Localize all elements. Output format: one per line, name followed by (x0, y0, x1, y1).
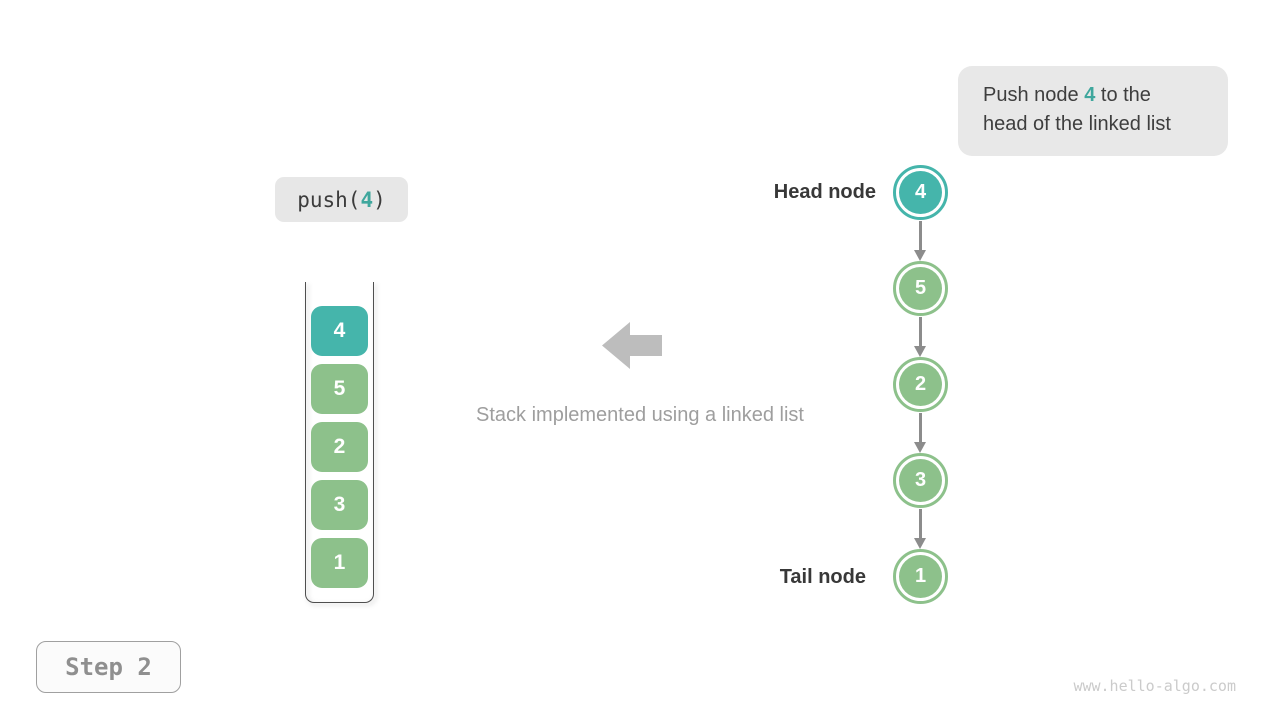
list-node-value: 2 (899, 363, 942, 406)
stack-item-1: 5 (311, 364, 368, 414)
tail-node-label: Tail node (779, 566, 866, 588)
push-annotation: Push node 4 to the head of the linked li… (958, 66, 1228, 156)
watermark: www.hello-algo.com (1073, 677, 1236, 695)
diagram-caption: Stack implemented using a linked list (476, 404, 804, 426)
stack-item-value: 4 (333, 319, 346, 342)
list-node-value: 3 (899, 459, 942, 502)
annotation-highlight-value: 4 (1084, 84, 1096, 106)
list-node-2: 2 (893, 357, 948, 412)
down-arrow-icon (913, 509, 927, 550)
stack-item-value: 2 (333, 435, 346, 458)
list-node-0: 4 (893, 165, 948, 220)
stack-container (305, 282, 374, 603)
list-node-value: 1 (899, 555, 942, 598)
stack-item-2: 2 (311, 422, 368, 472)
list-node-3: 3 (893, 453, 948, 508)
stack-item-4: 1 (311, 538, 368, 588)
head-node-label: Head node (773, 181, 876, 203)
list-node-value: 5 (899, 267, 942, 310)
step-badge: Step 2 (36, 641, 181, 693)
stack-item-value: 5 (333, 377, 346, 400)
down-arrow-icon (913, 413, 927, 454)
left-block-arrow-icon (602, 322, 662, 374)
down-arrow-icon (913, 221, 927, 262)
push-call-prefix: push( (297, 187, 361, 212)
list-node-4: 1 (893, 549, 948, 604)
stack-item-value: 3 (333, 493, 346, 516)
down-arrow-icon (913, 317, 927, 358)
stack-item-0: 4 (311, 306, 368, 356)
annotation-line1-prefix: Push node (983, 84, 1085, 106)
annotation-line2: head of the linked list (983, 113, 1171, 135)
list-node-value: 4 (899, 171, 942, 214)
list-node-1: 5 (893, 261, 948, 316)
stack-item-3: 3 (311, 480, 368, 530)
push-call-arg: 4 (360, 187, 374, 212)
push-call-suffix: ) (373, 187, 386, 212)
stack-item-value: 1 (333, 551, 346, 574)
annotation-line1-suffix: to the (1095, 84, 1151, 106)
push-call-badge: push(4) (275, 177, 408, 222)
